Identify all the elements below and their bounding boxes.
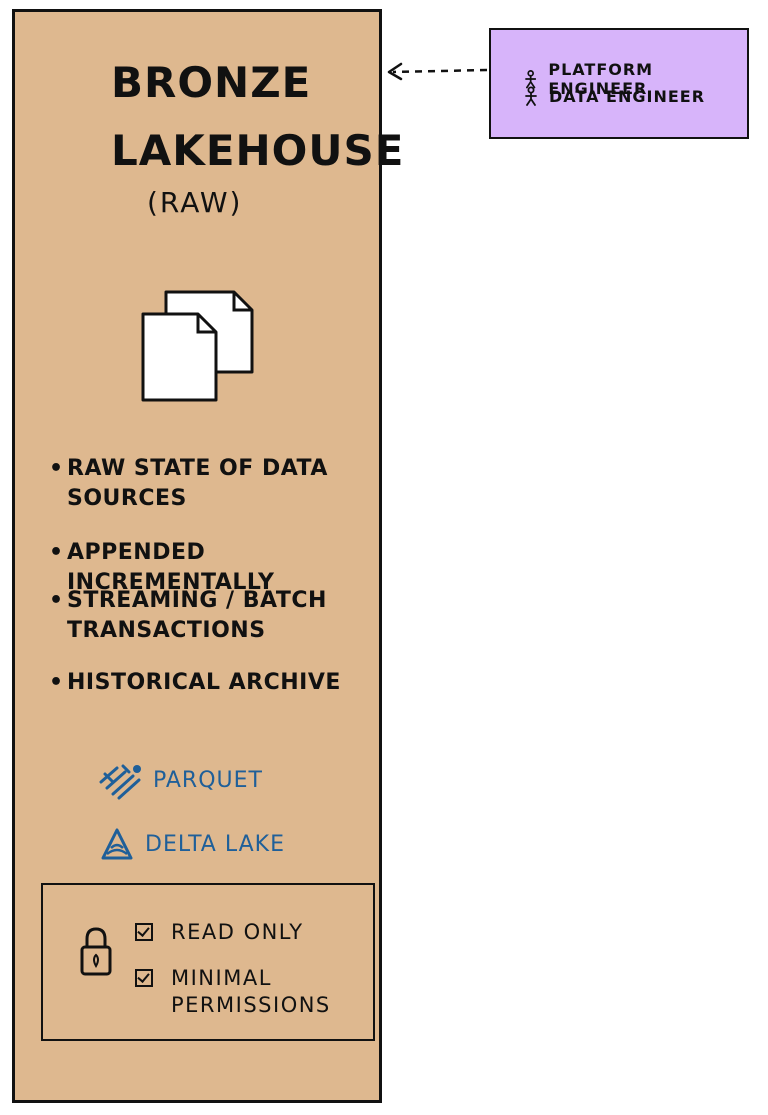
dashed-arrow-icon [387, 62, 488, 81]
security-item-read-only: READ ONLY [135, 919, 361, 946]
parquet-icon [99, 764, 141, 800]
bronze-layer-panel: BRONZE LAKEHOUSE (RAW) RAW STATE OF DATA… [12, 9, 403, 1103]
delta-lake-icon [101, 828, 133, 860]
security-item-label: READ ONLY [171, 920, 304, 944]
layer-subtitle: (RAW) [147, 186, 243, 219]
role-label: PLATFORM ENGINEER [548, 60, 654, 98]
person-icon [525, 86, 537, 106]
characteristic-item: STREAMING / BATCH TRANSACTIONS [49, 586, 379, 645]
role-item: PLATFORM ENGINEER [525, 60, 747, 98]
documents-icon [141, 290, 254, 402]
checked-checkbox-icon [135, 969, 153, 987]
characteristic-item: HISTORICAL ARCHIVE [49, 668, 379, 698]
format-label: PARQUET [153, 767, 263, 793]
security-box: READ ONLY MINIMAL PERMISSIONS [41, 883, 375, 1041]
format-parquet: PARQUET [97, 760, 263, 800]
checked-checkbox-icon [135, 923, 153, 941]
role-item: DATA ENGINEER [525, 86, 705, 106]
person-icon [525, 70, 537, 89]
role-label: DATA ENGINEER [549, 86, 706, 106]
roles-box: PLATFORM ENGINEER DATA ENGINEER [489, 28, 749, 139]
layer-title-line1: BRONZE [111, 58, 312, 107]
format-label: DELTA LAKE [145, 831, 285, 857]
security-item-minimal-permissions: MINIMAL PERMISSIONS [135, 965, 361, 1020]
characteristic-item: RAW STATE OF DATA SOURCES [49, 454, 379, 513]
security-item-label: MINIMAL PERMISSIONS [171, 966, 331, 1018]
layer-title-line2: LAKEHOUSE [111, 126, 405, 175]
lock-icon [80, 927, 112, 976]
format-delta-lake: DELTA LAKE [97, 824, 285, 864]
